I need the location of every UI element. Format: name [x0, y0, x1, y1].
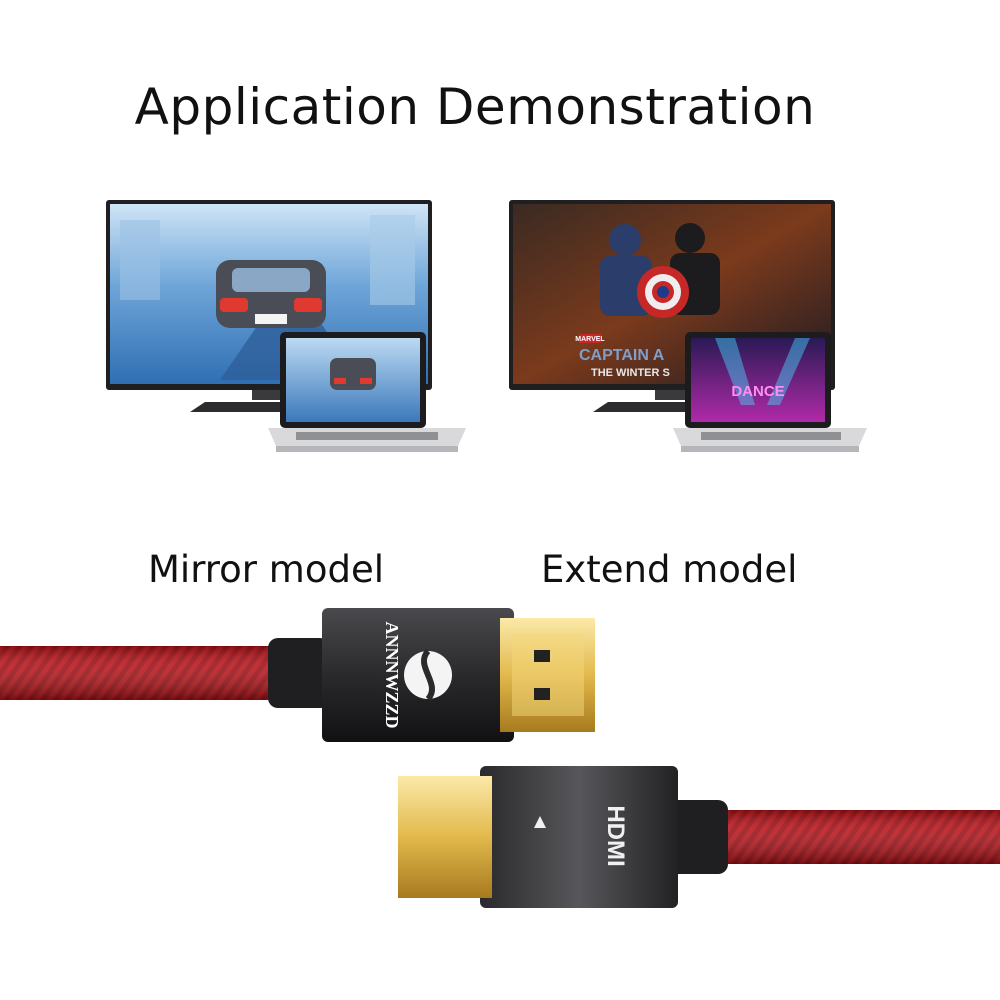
lower-strain-relief [666, 800, 728, 874]
hdmi-logo: HDMI [602, 805, 629, 866]
lower-gold-plug [398, 776, 492, 898]
page-title: Application Demonstration [134, 78, 816, 136]
extend-mode-illustration: MARVEL CAPTAIN A THE WINTER S DANCE [505, 190, 870, 470]
poster-subtitle: THE WINTER S [591, 367, 670, 379]
extend-mode-label: Extend model [541, 548, 798, 591]
mirror-mode-label: Mirror model [148, 548, 384, 591]
brand-name: ANNNWZZD [382, 621, 402, 728]
laptop-sign: DANCE [731, 383, 784, 400]
upper-strain-relief [268, 638, 330, 708]
mirror-mode-illustration [100, 190, 470, 470]
laptop-screen [691, 338, 825, 422]
lower-connector-shell [480, 766, 678, 908]
arrow-up-icon [534, 816, 546, 828]
poster-brand: MARVEL [575, 336, 605, 343]
hdmi-cables-illustration: ANNNWZZD HDMI [0, 600, 1000, 920]
poster-title: CAPTAIN A [579, 347, 665, 364]
